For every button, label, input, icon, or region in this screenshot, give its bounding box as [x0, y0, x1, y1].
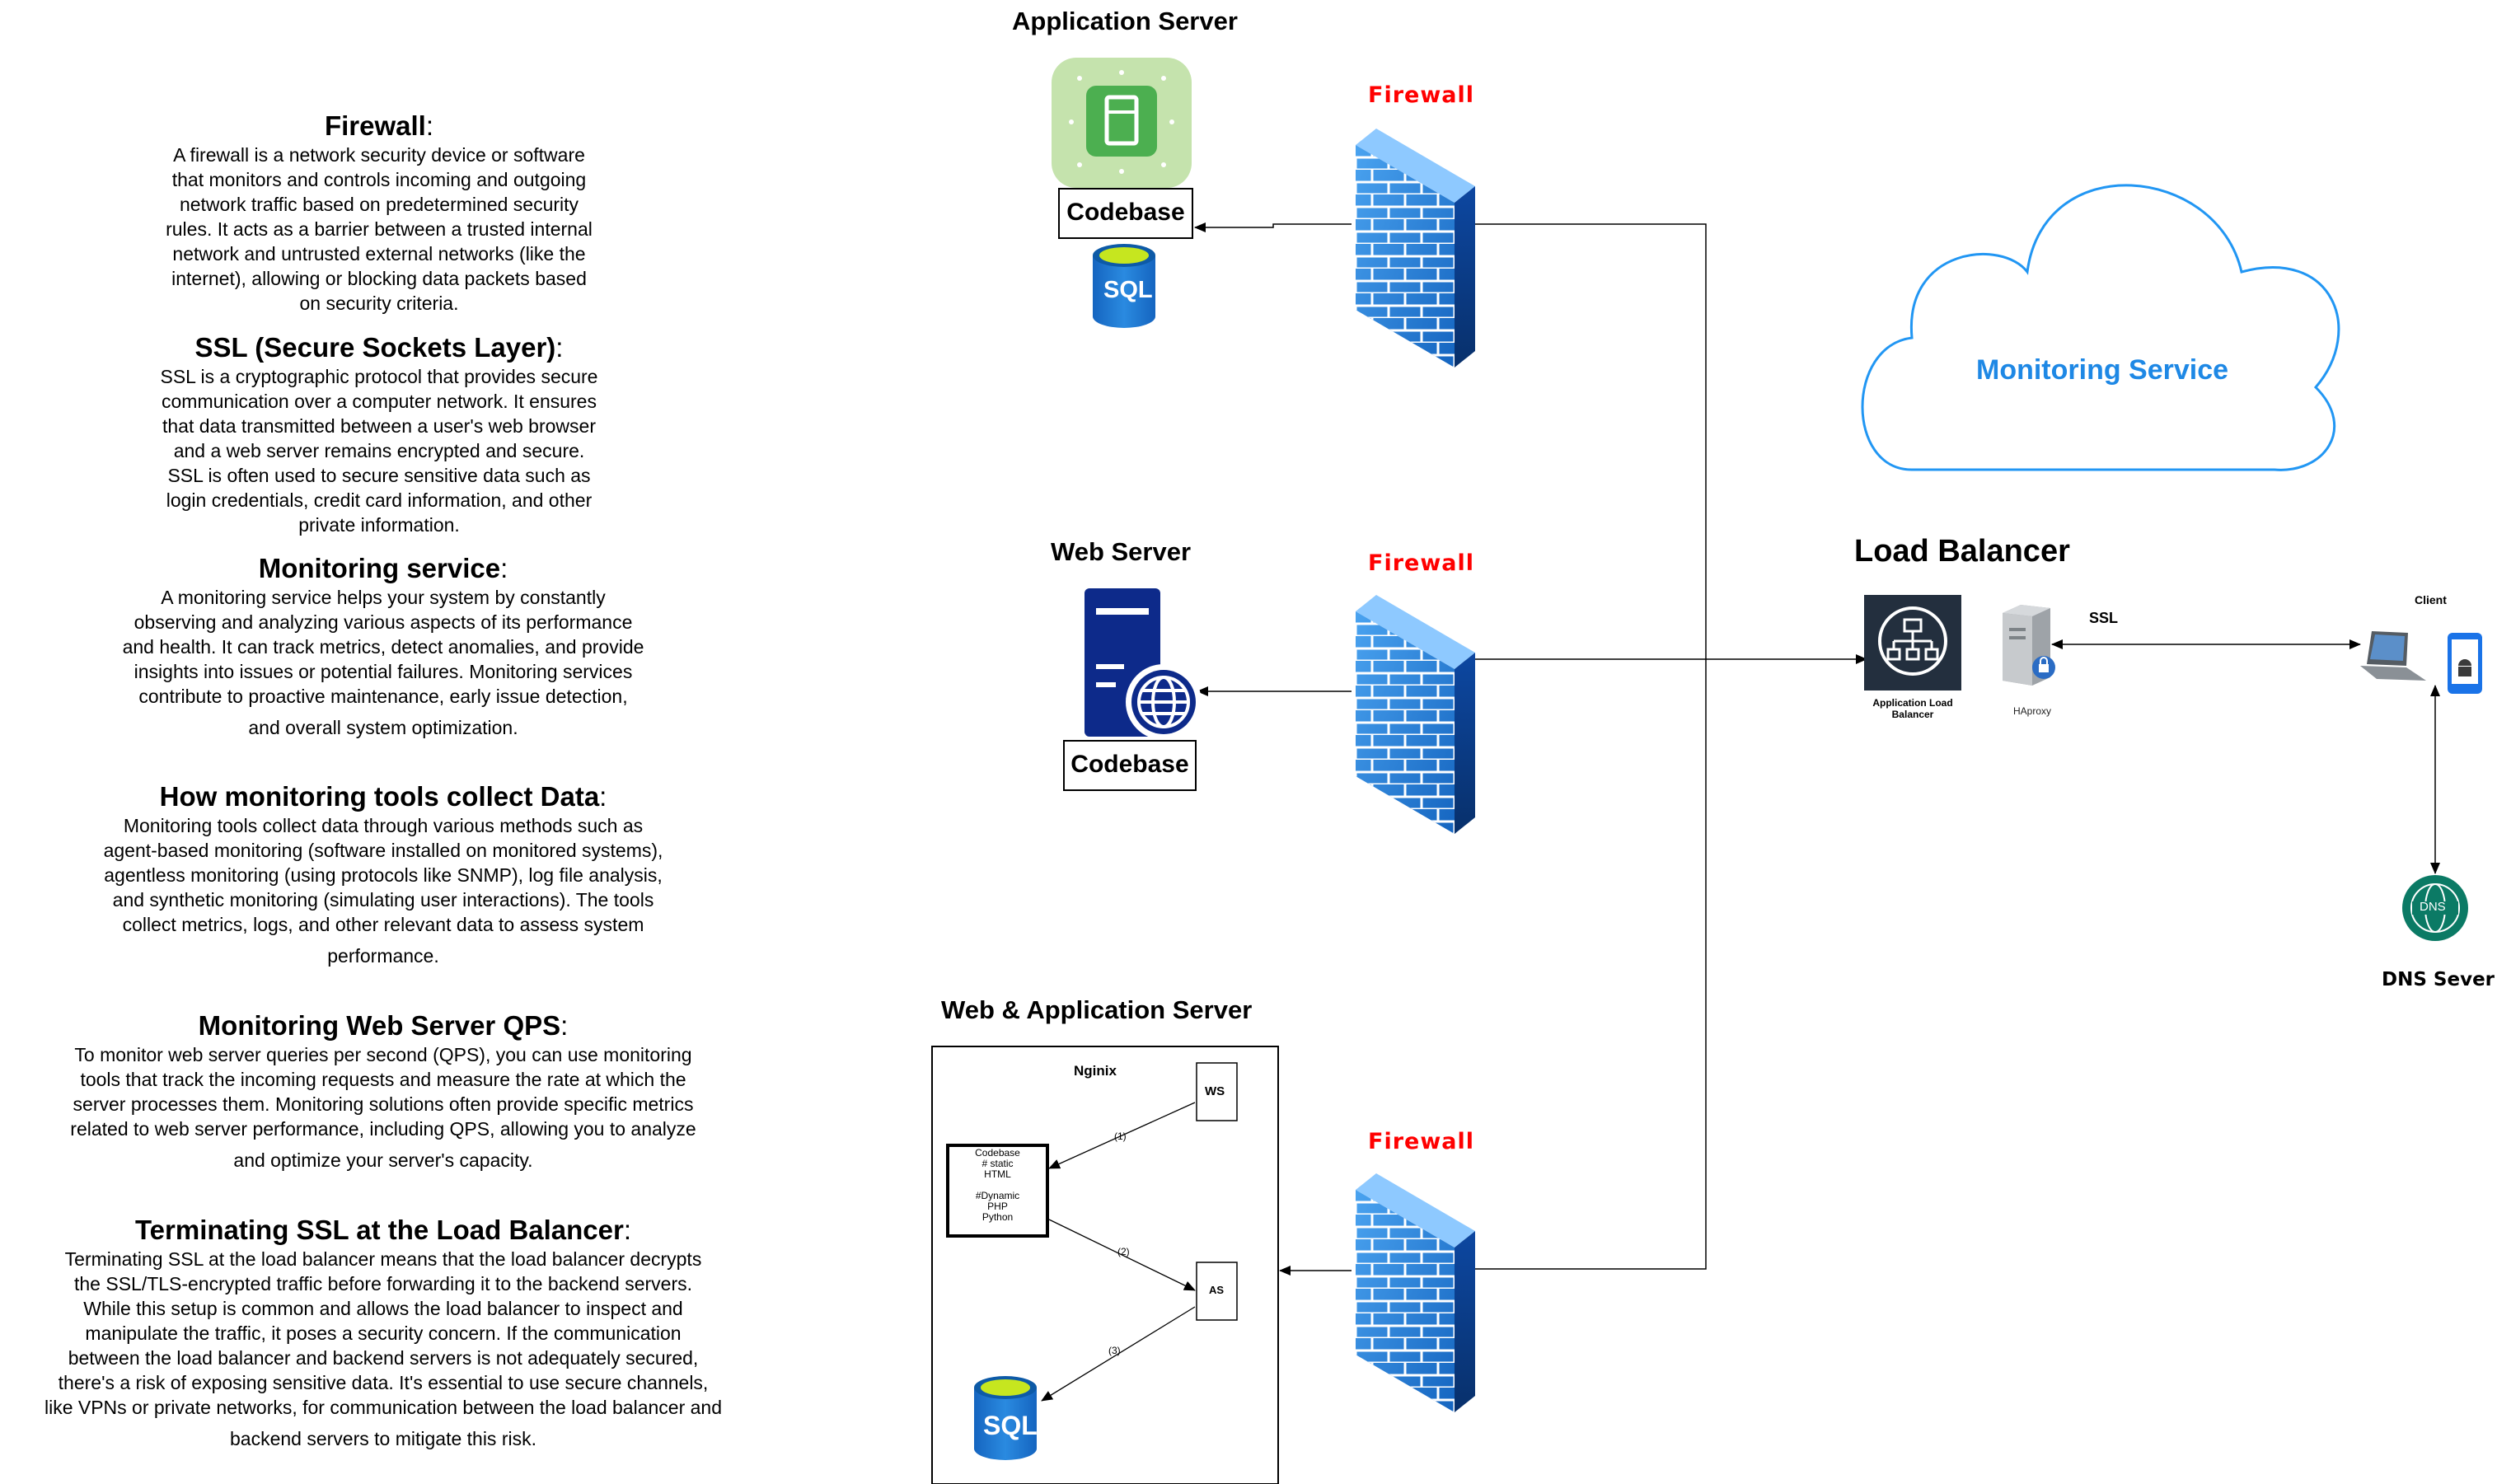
dns-icon [2402, 875, 2468, 941]
step-3-label: (3) [1108, 1345, 1121, 1356]
section-ssl-termination: Terminating SSL at the Load Balancer: Te… [0, 1214, 766, 1451]
ssl-label: SSL [2089, 610, 2119, 626]
section-body: Terminating SSL at the load balancer mea… [44, 1248, 723, 1449]
section-title: Monitoring Web Server QPS [198, 1010, 561, 1041]
section-title: Monitoring service [258, 553, 501, 583]
haproxy-icon [2003, 605, 2055, 686]
firewall-label: Firewall [1368, 550, 1474, 576]
alb-icon [1864, 595, 1961, 691]
section-body: Monitoring tools collect data through va… [103, 815, 663, 967]
step-2-label: (2) [1117, 1246, 1130, 1257]
app-server-icon [1052, 58, 1192, 188]
section-title: How monitoring tools collect Data [159, 781, 600, 812]
section-data-collection: How monitoring tools collect Data: Monit… [49, 780, 717, 968]
ws-label: WS [1205, 1084, 1225, 1098]
alb-label: Application Load Balancer [1872, 697, 1953, 720]
section-ssl: SSL (Secure Sockets Layer): SSL is a cry… [115, 331, 643, 537]
section-body: A firewall is a network security device … [166, 144, 593, 314]
sql-label: SQL [983, 1411, 1038, 1440]
web-server-icon [1085, 588, 1202, 740]
firewall-label: Firewall [1368, 1129, 1474, 1154]
as-label: AS [1209, 1284, 1225, 1296]
section-body: To monitor web server queries per second… [70, 1044, 696, 1171]
section-title: Terminating SSL at the Load Balancer [134, 1215, 624, 1245]
web-server-title: Web Server [1051, 537, 1192, 566]
laptop-icon [2360, 631, 2426, 681]
client-label: Client [2415, 593, 2447, 606]
codebase-label: Codebase [1063, 740, 1197, 791]
step-1-label: (1) [1114, 1131, 1127, 1142]
load-balancer-title: Load Balancer [1854, 534, 2070, 569]
firewall-icon [1356, 1173, 1475, 1412]
firewall-icon [1356, 129, 1475, 367]
web-app-server-title: Web & Application Server [941, 995, 1253, 1024]
sql-label: SQL [1103, 277, 1153, 303]
section-body: SSL is a cryptographic protocol that pro… [160, 366, 598, 536]
dns-label: DNS Sever [2382, 969, 2495, 990]
section-body: A monitoring service helps your system b… [122, 587, 644, 738]
connector-lines [1194, 222, 2440, 1276]
section-title: Firewall [324, 110, 426, 141]
firewall-label: Firewall [1368, 82, 1474, 108]
app-server-title: Application Server [1012, 7, 1238, 35]
section-firewall: Firewall: A firewall is a network securi… [132, 110, 626, 316]
section-title: SSL (Secure Sockets Layer) [194, 332, 556, 363]
haproxy-label: HAproxy [2013, 705, 2052, 717]
phone-icon [2448, 633, 2482, 694]
cloud-icon [1861, 184, 2340, 471]
monitoring-service-label: Monitoring Service [1976, 354, 2229, 386]
dns-icon-text: DNS [2420, 900, 2446, 914]
codebase-label: Codebase [1058, 188, 1193, 239]
section-monitoring-service: Monitoring service: A monitoring service… [74, 552, 692, 740]
firewall-icon [1356, 595, 1475, 834]
nginx-label: Nginix [1074, 1063, 1117, 1079]
section-qps: Monitoring Web Server QPS: To monitor we… [16, 1009, 750, 1173]
